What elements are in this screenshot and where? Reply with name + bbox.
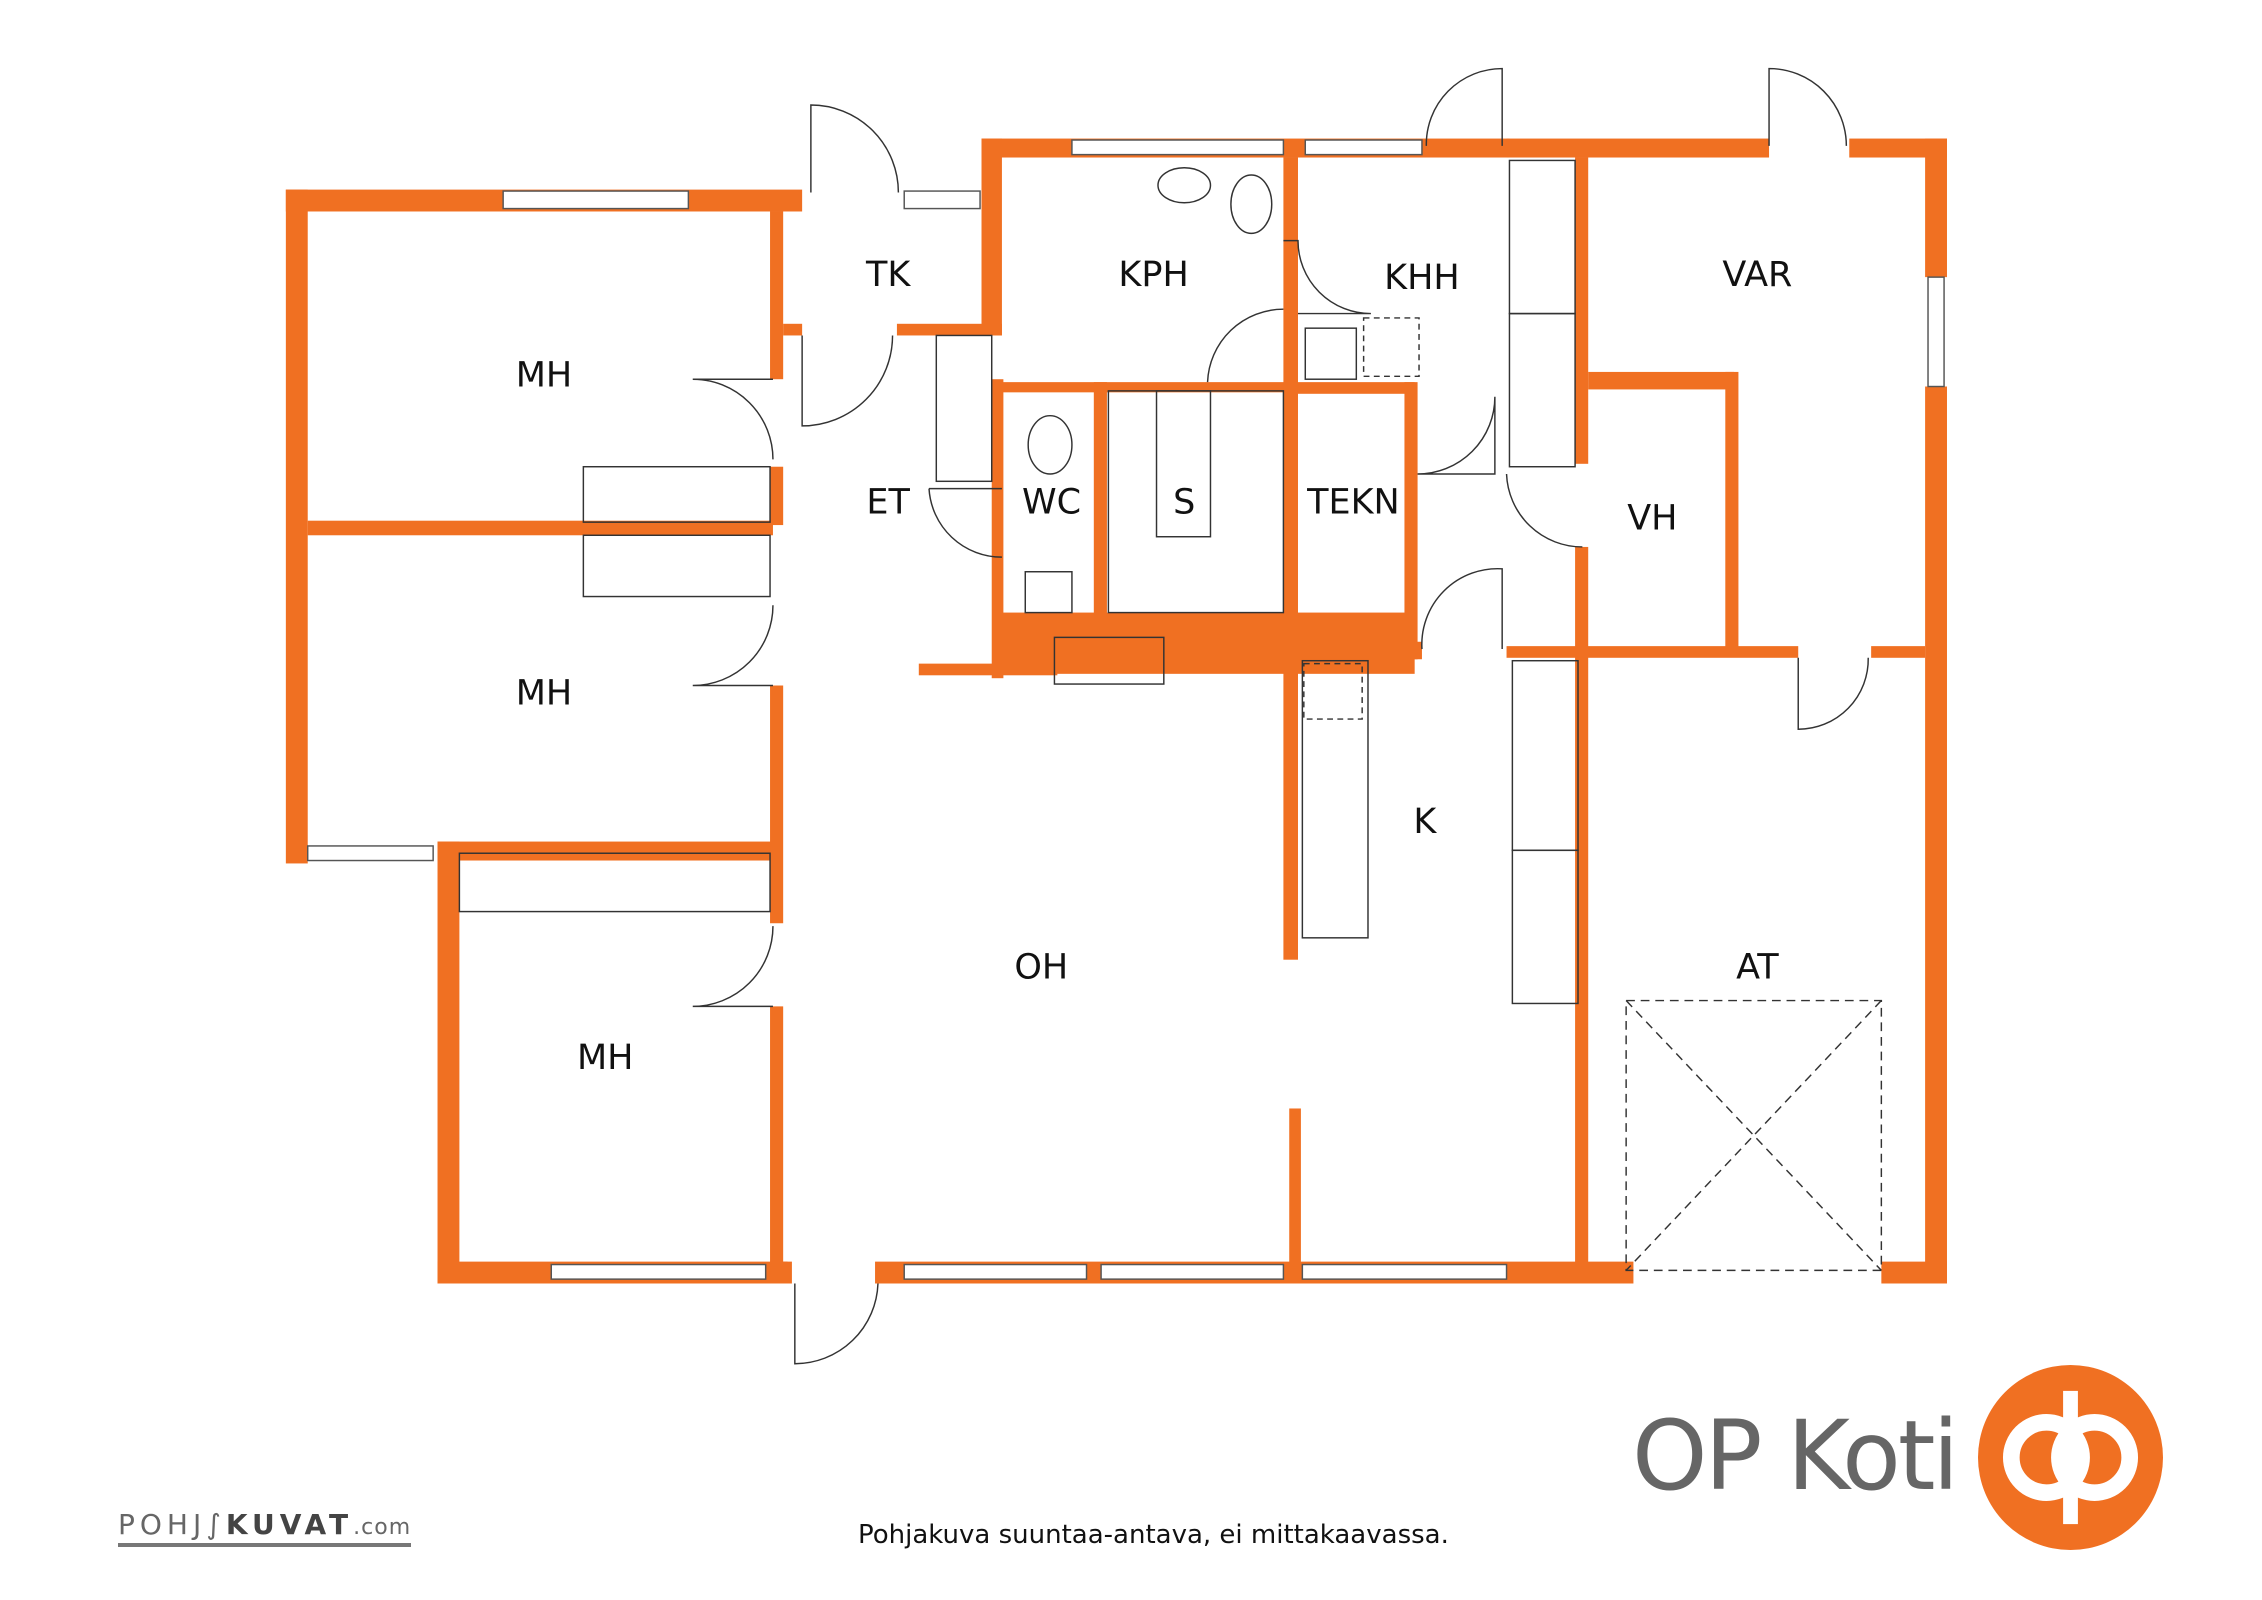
- doors: [692, 67, 1869, 1365]
- room-labels: MH MH MH TK KPH KHH VAR ET WC S TEKN VH …: [516, 255, 1793, 1078]
- room-kph: KPH: [1118, 255, 1188, 295]
- credit-part-b: KUVAT: [225, 1508, 354, 1541]
- fixtures: [458, 159, 1883, 1272]
- room-vh: VH: [1627, 498, 1677, 538]
- brand-name: OP Koti: [1632, 1400, 1959, 1512]
- room-wc: WC: [1022, 482, 1081, 522]
- room-mh-3: MH: [577, 1038, 634, 1078]
- room-khh: KHH: [1384, 258, 1460, 298]
- op-logo-icon: [1978, 1365, 2163, 1550]
- room-mh-2: MH: [516, 673, 573, 713]
- room-oh: OH: [1014, 948, 1068, 988]
- room-tk: TK: [865, 255, 911, 295]
- disclaimer-note: Pohjakuva suuntaa-antava, ei mittakaavas…: [858, 1520, 1449, 1550]
- garage-car-space: [1625, 999, 1883, 1272]
- credit-part-c: .com: [353, 1515, 412, 1540]
- pohjakuvat-logo: POHJ∫KUVAT.com: [118, 1508, 412, 1547]
- credit-part-a: POHJ: [118, 1508, 207, 1541]
- room-et: ET: [866, 482, 910, 522]
- room-tekn: TEKN: [1306, 482, 1400, 522]
- room-at: AT: [1736, 948, 1779, 988]
- room-var: VAR: [1722, 255, 1792, 295]
- room-mh-1: MH: [516, 356, 573, 396]
- windows: [306, 139, 1945, 1280]
- room-k: K: [1413, 802, 1437, 842]
- room-s: S: [1173, 482, 1195, 522]
